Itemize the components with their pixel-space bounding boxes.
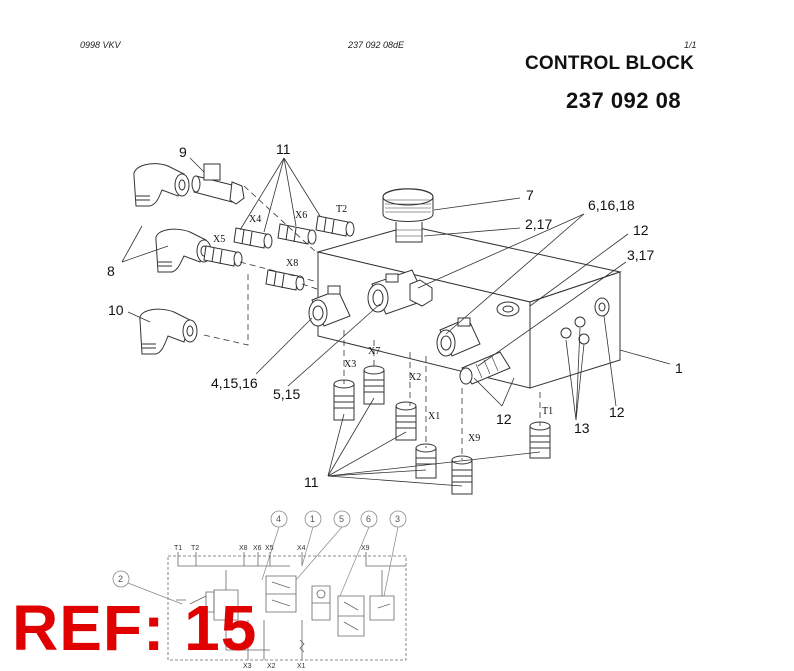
- port-t2: T2: [336, 204, 347, 215]
- document-date-code: 0998 VKV: [80, 40, 121, 50]
- schematic-circle-6: 6: [366, 514, 371, 524]
- fitting-x8: [265, 269, 305, 291]
- port-x4: X4: [249, 214, 261, 225]
- callout-8: 8: [107, 263, 115, 279]
- port-x6: X6: [295, 210, 307, 221]
- port-x7: X7: [368, 346, 380, 357]
- schematic-circle-5: 5: [339, 514, 344, 524]
- schematic-label-x5: X5: [265, 545, 274, 552]
- fitting-t1: [529, 421, 551, 459]
- port-t1: T1: [542, 406, 553, 417]
- schematic-label-x3: X3: [243, 663, 252, 670]
- callout-12-middle: 12: [496, 411, 512, 427]
- tee-fitting: [191, 163, 245, 205]
- callout-13: 13: [574, 420, 590, 436]
- cartridge-valve-middle: [367, 269, 433, 315]
- hydraulic-schematic: 2 4 1 5 6 3 T1 T2 X8 X6 X5 X4 X9 X3 X2 X…: [112, 510, 407, 670]
- callout-7: 7: [526, 187, 534, 203]
- fitting-x5: [203, 245, 243, 267]
- callout-1: 1: [675, 360, 683, 376]
- control-block-body: [316, 225, 622, 389]
- pressure-relief-valve: [459, 351, 511, 385]
- schematic-circle-3: 3: [395, 514, 400, 524]
- callout-6-16-18: 6,16,18: [588, 197, 635, 213]
- callout-10: 10: [108, 302, 124, 318]
- port-labels: X4 X6 T2 X5 X8 X3 X7 X2 X1 X9 T1: [213, 204, 553, 444]
- callout-12-top: 12: [633, 222, 649, 238]
- cartridge-valve-left: [308, 285, 351, 327]
- leader-lines: [121, 157, 671, 487]
- filler-cap: [382, 188, 434, 243]
- callout-3-17: 3,17: [627, 247, 654, 263]
- elbow-fitting-upper: [133, 163, 190, 207]
- port-x1: X1: [428, 411, 440, 422]
- page-number: 1/1: [684, 40, 697, 50]
- callout-12-right: 12: [609, 404, 625, 420]
- port-x3: X3: [344, 359, 356, 370]
- callout-2-17: 2,17: [525, 216, 552, 232]
- fitting-t2: [315, 215, 355, 237]
- schematic-label-x8: X8: [239, 545, 248, 552]
- callout-11-top: 11: [276, 141, 291, 157]
- reference-number: REF: 15: [12, 592, 258, 664]
- port-x8: X8: [286, 258, 298, 269]
- callout-labels: 9 11 7 2,17 6,16,18 12 3,17 8 10 1 4,15,…: [107, 141, 683, 490]
- part-number: 237 092 08: [566, 88, 682, 113]
- assembly-lines: [203, 185, 541, 460]
- callout-5-15: 5,15: [273, 386, 300, 402]
- cartridge-valve-right: [436, 317, 481, 357]
- port-x5: X5: [213, 234, 225, 245]
- fitting-x6: [277, 223, 317, 245]
- schematic-label-x1: X1: [297, 663, 306, 670]
- schematic-label-t2: T2: [191, 545, 199, 552]
- fitting-x7: [363, 365, 385, 405]
- port-x9: X9: [468, 433, 480, 444]
- fitting-x1: [395, 401, 417, 441]
- callout-4-15-16: 4,15,16: [211, 375, 258, 391]
- schematic-label-x6: X6: [253, 545, 262, 552]
- drawing-title: CONTROL BLOCK: [525, 53, 695, 74]
- elbow-fitting-lower: [155, 228, 212, 273]
- schematic-label-t1: T1: [174, 545, 182, 552]
- schematic-label-x4: X4: [297, 545, 306, 552]
- callout-11-bottom: 11: [304, 474, 319, 490]
- schematic-circle-4: 4: [276, 514, 281, 524]
- port-x2: X2: [409, 372, 421, 383]
- fitting-x2: [415, 443, 437, 479]
- schematic-label-x2: X2: [267, 663, 276, 670]
- callout-9: 9: [179, 144, 187, 160]
- document-file-code: 237 092 08dE: [348, 40, 405, 50]
- schematic-circle-1: 1: [310, 514, 315, 524]
- fitting-x4: [233, 227, 273, 249]
- schematic-label-x9: X9: [361, 545, 370, 552]
- schematic-circle-2: 2: [118, 574, 123, 584]
- elbow-fitting-10: [139, 308, 198, 355]
